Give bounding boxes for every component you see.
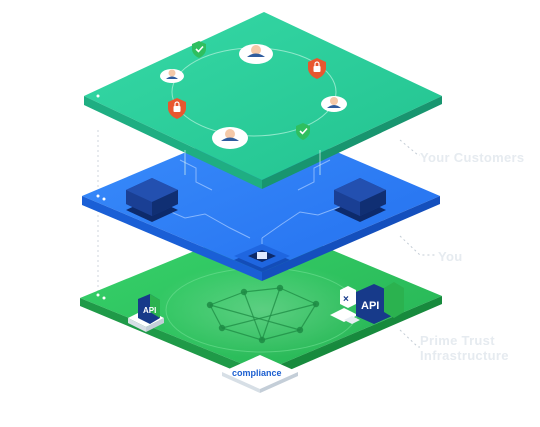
layer-connectors <box>184 150 321 175</box>
compliance-label: compliance <box>232 368 282 378</box>
check-shield-icon-bottom <box>296 123 310 140</box>
network-nodes <box>206 284 320 344</box>
lock-shield-icon-right <box>308 58 326 79</box>
api-cube-left: API <box>128 294 164 332</box>
user-avatar-bottom <box>212 127 248 149</box>
user-avatar-left <box>160 69 184 83</box>
label-prime-line-2: Infrastructure <box>420 348 509 363</box>
corner-dots-prime <box>96 293 106 300</box>
compliance-tag: compliance <box>222 355 298 393</box>
label-you: You <box>438 249 463 264</box>
network-graph <box>209 287 317 341</box>
api-right-label: API <box>361 300 379 312</box>
server-block-right <box>334 178 386 222</box>
chip-icon <box>234 244 290 272</box>
label-prime-trust-infrastructure: Prime Trust Infrastructure <box>420 333 509 363</box>
api-cube-right: × API <box>330 282 404 324</box>
server-block-left <box>126 178 178 222</box>
layer-prime-trust: API × API compliance <box>80 222 442 393</box>
user-avatar-top <box>239 44 273 64</box>
layer-customers <box>84 12 442 189</box>
x-mark-icon: × <box>343 294 349 305</box>
api-left-label: API <box>143 306 156 315</box>
check-shield-icon-top <box>192 41 206 58</box>
corner-dots-you <box>96 194 106 201</box>
layer-you <box>82 120 440 281</box>
label-prime-line-1: Prime Trust <box>420 333 495 348</box>
callout-lines <box>399 139 436 348</box>
label-your-customers: Your Customers <box>420 150 525 165</box>
user-avatar-right <box>321 96 347 112</box>
circuit-traces <box>154 159 346 256</box>
corner-dots-customers <box>96 94 100 98</box>
lock-shield-icon-left <box>168 98 186 119</box>
